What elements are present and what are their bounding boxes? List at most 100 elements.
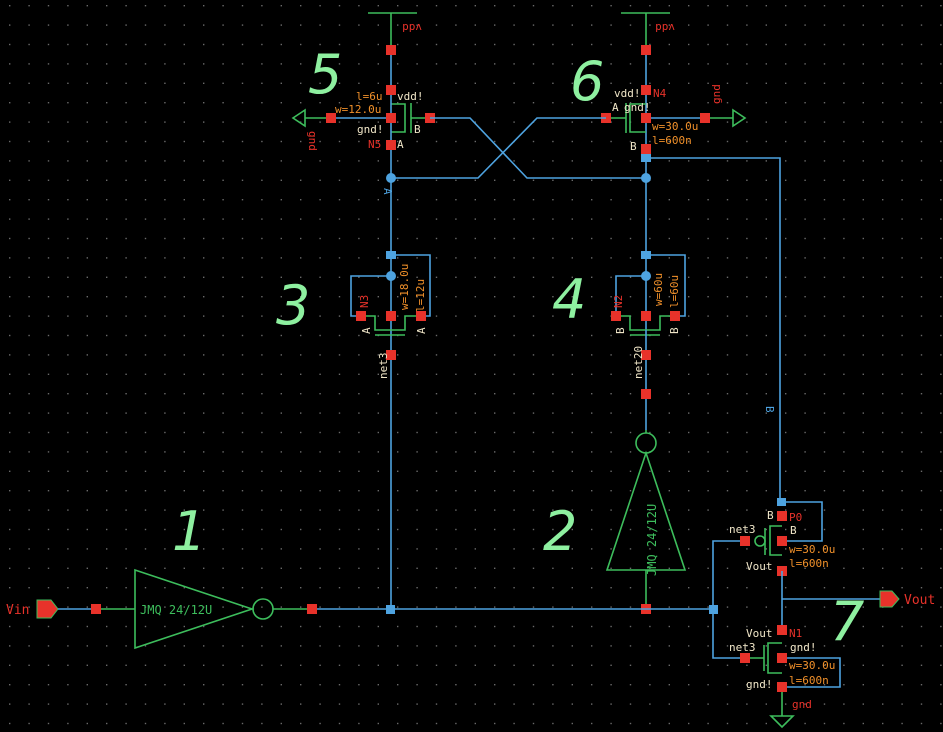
grid-dot xyxy=(474,528,476,531)
pin[interactable] xyxy=(386,113,396,123)
grid-dot xyxy=(532,664,535,666)
output-stage-7[interactable]: B P0 B net3 w=30.0u l=600n Vout Vout Vou… xyxy=(712,498,935,729)
grid-dot xyxy=(707,470,709,472)
grid-dot xyxy=(338,218,341,220)
pin[interactable] xyxy=(611,311,621,321)
pin[interactable] xyxy=(386,85,396,95)
grid-dot xyxy=(183,43,185,46)
grid-dot xyxy=(726,296,729,298)
grid-dot xyxy=(28,140,30,143)
grid-dot xyxy=(940,664,942,666)
pin[interactable] xyxy=(641,144,651,154)
grid-dot xyxy=(47,490,50,492)
grid-dot xyxy=(804,237,806,240)
grid-dot xyxy=(183,315,185,317)
pin[interactable] xyxy=(386,140,396,150)
grid-dot xyxy=(901,393,903,395)
inverter-1[interactable]: Vin JMQ 24/12U xyxy=(6,568,317,650)
pin[interactable] xyxy=(641,85,651,95)
grid-dot xyxy=(785,645,787,647)
grid-dot xyxy=(552,334,554,337)
transistor-3[interactable]: N3 w=18.0u l=12u A A net3 xyxy=(350,251,431,379)
pin[interactable] xyxy=(307,604,317,614)
grid-dot xyxy=(823,490,826,492)
pin[interactable] xyxy=(641,45,651,55)
grid-dot xyxy=(532,393,535,395)
grid-dot xyxy=(377,82,379,84)
grid-dot xyxy=(804,722,806,725)
grid-dot xyxy=(144,509,147,511)
pin[interactable] xyxy=(326,113,336,123)
pin[interactable] xyxy=(777,625,787,635)
m3-source: A xyxy=(360,327,373,334)
pin[interactable] xyxy=(777,536,787,546)
wire-a-to-gate6 xyxy=(391,117,606,179)
transistor-5[interactable]: vdd gnd l=6u w=12.0u vdd! gnd! B N5 A xyxy=(291,12,435,151)
pin[interactable] xyxy=(777,682,787,692)
pin[interactable] xyxy=(777,511,787,521)
grid-dot xyxy=(28,218,30,220)
vout-label: Vout xyxy=(904,593,935,608)
grid-dot xyxy=(746,625,748,628)
grid-dot xyxy=(416,393,418,395)
pin[interactable] xyxy=(700,113,710,123)
vout-port[interactable] xyxy=(879,590,900,608)
pin[interactable] xyxy=(356,311,366,321)
grid-dot xyxy=(920,703,923,705)
gnd-symbol-bottom xyxy=(769,715,795,729)
pin[interactable] xyxy=(91,604,101,614)
vin-port[interactable] xyxy=(36,599,59,619)
m7p-bulk: B xyxy=(790,524,797,537)
grid-dot xyxy=(726,664,729,666)
grid-dot xyxy=(222,82,224,84)
inverter-2[interactable]: JMQ 24/12U xyxy=(605,430,687,614)
pin[interactable] xyxy=(641,311,651,321)
grid-dot xyxy=(86,431,88,434)
grid-dot xyxy=(804,664,806,666)
grid-dot xyxy=(203,296,205,298)
pin[interactable] xyxy=(740,653,750,663)
transistor-6[interactable]: vdd gnd vdd! N4 A gnd! w=30.0u l=600n B xyxy=(601,12,747,160)
inverter-bubble xyxy=(635,432,657,454)
pin[interactable] xyxy=(670,311,680,321)
pin[interactable] xyxy=(641,113,651,123)
pin[interactable] xyxy=(777,653,787,663)
grid-dot xyxy=(28,528,30,531)
grid-dot xyxy=(823,684,826,686)
grid-dot xyxy=(629,684,632,686)
grid-dot xyxy=(455,121,457,123)
grid-dot xyxy=(319,722,321,725)
grid-dot xyxy=(649,5,651,7)
grid-dot xyxy=(106,63,108,65)
grid-dot xyxy=(338,684,341,686)
grid-dot xyxy=(416,140,418,143)
grid-dot xyxy=(241,722,244,725)
pin[interactable] xyxy=(641,389,651,399)
grid-dot xyxy=(649,528,651,531)
pin[interactable] xyxy=(641,350,651,360)
grid-dot xyxy=(319,102,321,104)
grid-dot xyxy=(280,470,282,472)
grid-dot xyxy=(86,625,88,628)
pin[interactable] xyxy=(416,311,426,321)
grid-dot xyxy=(843,354,845,356)
grid-dot xyxy=(591,296,593,298)
grid-dot xyxy=(435,587,438,589)
grid-dot xyxy=(300,548,302,550)
pin[interactable] xyxy=(386,311,396,321)
grid-dot xyxy=(823,24,826,26)
transistor-4[interactable]: N2 w=60u l=60u B B net20 xyxy=(611,251,686,430)
grid-dot xyxy=(765,393,767,395)
pin[interactable] xyxy=(386,45,396,55)
pin[interactable] xyxy=(386,350,396,360)
grid-dot xyxy=(726,140,729,143)
grid-dot xyxy=(746,722,748,725)
grid-dot xyxy=(397,412,399,414)
grid-dot xyxy=(610,199,612,201)
grid-dot xyxy=(455,470,457,472)
grid-dot xyxy=(106,645,108,647)
grid-dot xyxy=(280,587,282,589)
grid-dot xyxy=(571,354,573,356)
pin[interactable] xyxy=(740,536,750,546)
